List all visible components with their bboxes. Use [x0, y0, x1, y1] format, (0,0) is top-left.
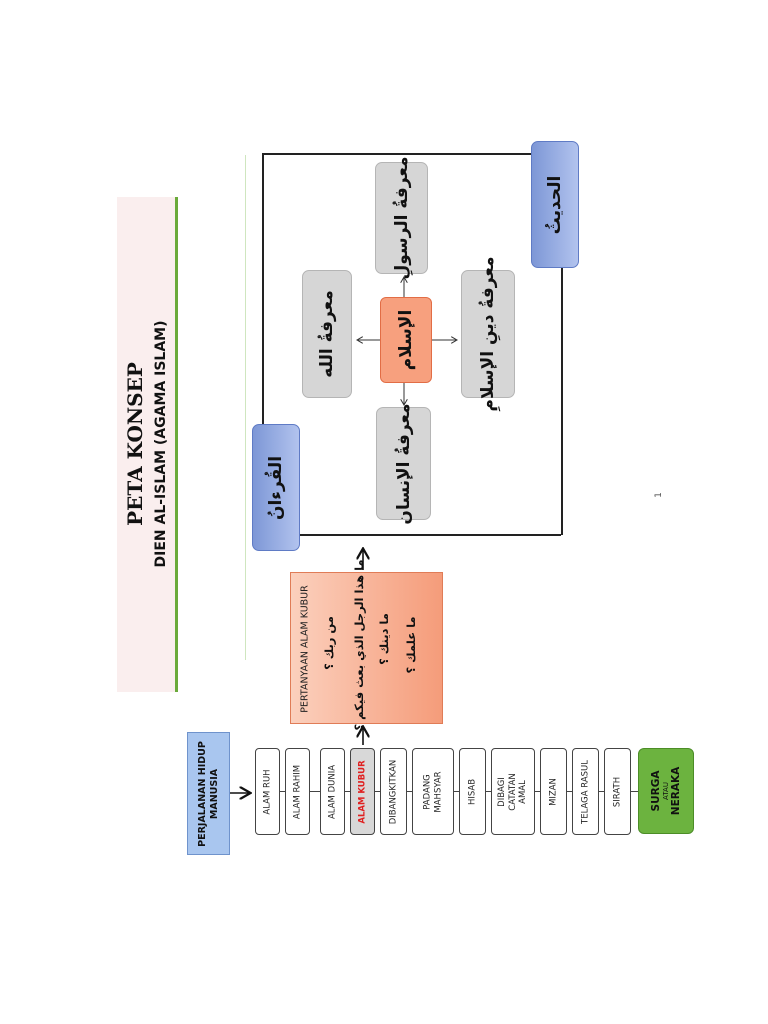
quran-box: القُرءانُ	[252, 424, 300, 551]
stage-connector	[567, 791, 572, 792]
stage-connector	[310, 791, 320, 792]
stage-alam-dunia: ALAM DUNIA	[320, 748, 345, 835]
divider-line	[245, 155, 246, 660]
stage-dibangkitkan: DIBANGKITKAN	[380, 748, 407, 835]
stage-dibagi-catatan-amal: DIBAGI CATATAN AMAL	[491, 748, 535, 835]
stage-sirath: SIRATH	[604, 748, 631, 835]
journey-heading-box: PERJALANAN HIDUP MANUSIA	[187, 732, 230, 855]
stage-connector	[407, 791, 412, 792]
stage-padang-mahsyar: PADANG MAHSYAR	[412, 748, 454, 835]
stage-hisab: HISAB	[459, 748, 486, 835]
stage-alam-rahim: ALAM RAHIM	[285, 748, 310, 835]
stage-connector	[345, 791, 350, 792]
stage-connector	[631, 791, 638, 792]
stage-connector	[599, 791, 604, 792]
stage-telaga-rasul: TELAGA RASUL	[572, 748, 599, 835]
stage-connector	[375, 791, 380, 792]
stage-alam-ruh: ALAM RUH	[255, 748, 280, 835]
stage-connector	[486, 791, 491, 792]
stage-mizan: MIZAN	[540, 748, 567, 835]
frame-line-right	[561, 268, 563, 535]
islam-box: الإسلام	[380, 297, 432, 383]
frame-line-bottom	[300, 534, 561, 536]
marifah-rasul-box: معرفةُ الرسولِ	[375, 157, 428, 279]
page-number: 1	[653, 492, 664, 498]
stage-connector	[454, 791, 459, 792]
frame-line-left	[262, 153, 264, 425]
frame-line-top	[262, 153, 532, 155]
marifah-allah-box: معرفةُ الله	[302, 270, 352, 398]
stage-connector	[535, 791, 540, 792]
title-panel: PETA KONSEP DIEN AL-ISLAM (AGAMA ISLAM)	[117, 197, 175, 692]
marifah-insan-box: معرفةُ الإنسان	[376, 403, 431, 524]
grave-questions-box: PERTANYAAN ALAM KUBUR من ربك ؟ ما هذا ال…	[290, 559, 443, 731]
title-accent-bar	[175, 197, 178, 692]
hadith-box: الحديثُ	[531, 141, 579, 268]
stage-connector	[280, 791, 285, 792]
marifah-din-box: معرفةُ دينِ الإسلامِ	[461, 257, 515, 411]
final-destination-box: SURGA ATAU NERAKA	[638, 748, 694, 834]
stage-alam-kubur: ALAM KUBUR	[350, 748, 375, 835]
